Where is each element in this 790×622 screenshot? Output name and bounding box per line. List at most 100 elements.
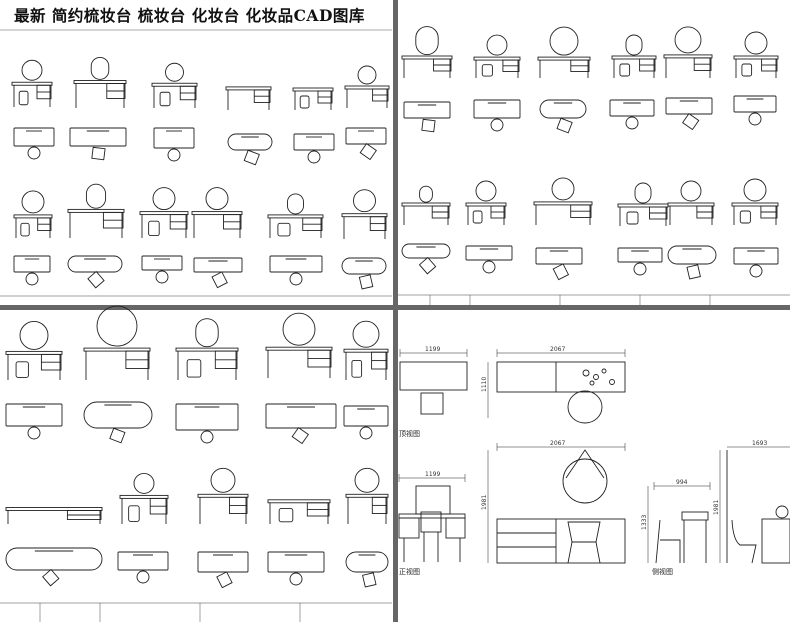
plan-stool — [625, 116, 639, 130]
vanity-plan — [67, 255, 123, 289]
plan-stool — [362, 572, 377, 588]
vanity-plan — [341, 257, 387, 290]
table-top — [343, 348, 389, 353]
vanity-plan — [473, 99, 521, 132]
table-top — [175, 347, 239, 352]
stool — [619, 63, 631, 77]
mirror — [165, 62, 184, 82]
plan-top — [117, 551, 169, 571]
vanity-plan — [535, 247, 583, 281]
vanity-elevation — [13, 190, 53, 238]
dimension-texts: 1199 2067 1110 1199 2067 1981 994 1333 1… — [425, 346, 767, 530]
plan-top — [539, 99, 587, 119]
plan-stool — [749, 264, 763, 278]
dim-side-right-height: 1981 — [713, 500, 720, 515]
mirror — [96, 305, 138, 347]
vanity-elevation — [191, 187, 243, 238]
dim-front-height: 1981 — [481, 495, 488, 510]
table-top — [151, 82, 198, 87]
plan-top — [153, 127, 195, 149]
vanity-elevation — [611, 34, 657, 78]
plan-stool — [136, 570, 150, 584]
vanity-plan — [539, 99, 587, 134]
dim-front-mid-width: 2067 — [550, 440, 565, 447]
stool — [186, 359, 202, 378]
mirror — [21, 190, 45, 214]
table-top — [265, 346, 333, 351]
stool — [351, 359, 363, 378]
plan-stool — [200, 430, 214, 444]
table-top — [663, 54, 713, 59]
table-top — [292, 87, 334, 92]
plan-stool — [216, 571, 233, 589]
table-top — [533, 201, 593, 206]
mirror — [90, 56, 110, 80]
vanity-elevation — [119, 472, 169, 524]
plan-stool — [155, 270, 169, 284]
vanity-elevation — [5, 507, 103, 524]
table-top — [267, 214, 324, 219]
dim-side-right-width: 1693 — [752, 440, 767, 447]
vanity-plan — [13, 255, 51, 286]
vanity-elevation — [473, 34, 521, 78]
plan-top — [13, 127, 55, 147]
table-top — [465, 202, 507, 207]
stool — [472, 210, 483, 224]
mirror — [625, 34, 643, 56]
mirror — [21, 59, 43, 81]
mirror — [551, 177, 575, 201]
stool — [278, 508, 294, 523]
vanity-plan — [117, 551, 169, 584]
vanity-elevation — [533, 177, 593, 225]
plan-stool — [681, 113, 700, 131]
table-top — [344, 85, 390, 90]
vanity-elevation — [537, 26, 591, 78]
mirror — [743, 178, 767, 202]
mirror — [744, 31, 768, 55]
plan-stool — [421, 118, 436, 133]
table-top — [341, 213, 388, 218]
table-top — [5, 350, 63, 355]
plan-stool — [358, 274, 374, 290]
plan-top — [141, 255, 183, 271]
stool — [15, 361, 29, 378]
furniture-elevations — [5, 26, 779, 524]
stool — [739, 210, 751, 224]
plan-top — [535, 247, 583, 265]
stool — [159, 91, 171, 107]
dim-front-left-width: 1199 — [425, 471, 440, 478]
vanity-plan — [733, 247, 779, 278]
dim-top-right-width: 2067 — [550, 346, 565, 353]
plan-top — [83, 401, 153, 429]
vanity-elevation — [151, 62, 198, 108]
plan-top — [341, 257, 387, 275]
vanity-plan — [343, 405, 389, 440]
mirror — [674, 26, 702, 54]
plan-top — [175, 403, 239, 431]
mirror — [680, 180, 702, 202]
plan-stool — [87, 270, 105, 289]
dim-top-left-width: 1199 — [425, 346, 440, 353]
vanity-plan — [5, 403, 63, 440]
vanity-elevation — [343, 320, 389, 380]
plan-top — [345, 127, 387, 145]
plan-stool — [359, 426, 373, 440]
vanity-plan — [667, 245, 717, 280]
vanity-plan — [345, 127, 387, 161]
stool — [741, 63, 753, 77]
vanity-elevation — [292, 87, 334, 110]
table-top — [5, 507, 103, 511]
vanity-elevation — [175, 318, 239, 380]
mirror — [419, 185, 433, 203]
dim-side-height: 1333 — [641, 515, 648, 530]
table-top — [225, 86, 272, 91]
plan-top — [401, 243, 451, 259]
mirror — [475, 180, 497, 202]
mirror — [195, 318, 219, 348]
mirror — [282, 312, 316, 346]
plan-stool — [27, 146, 41, 160]
vanity-plan — [465, 245, 513, 274]
table-top — [11, 81, 53, 86]
